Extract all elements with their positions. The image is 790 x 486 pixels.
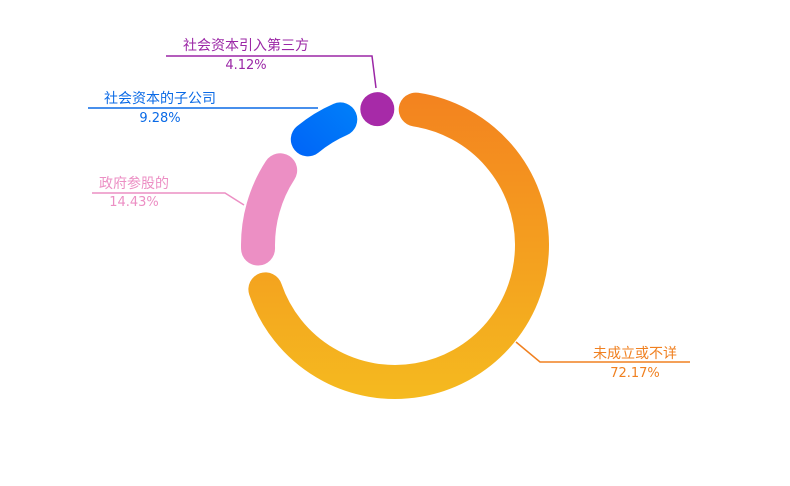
slice-2[interactable]	[290, 102, 358, 157]
leader-line-1	[92, 192, 245, 206]
slice-0[interactable]	[248, 92, 549, 399]
leader-line-3	[166, 55, 377, 89]
slice-label-3: 社会资本引入第三方	[183, 37, 309, 54]
slice-percent-0: 72.17%	[610, 366, 660, 381]
slice-percent-3: 4.12%	[225, 58, 266, 73]
slices	[241, 92, 549, 399]
slice-label-2: 社会资本的子公司	[104, 91, 216, 107]
leader-line-0	[515, 341, 690, 363]
labels: 未成立或不详 72.17% 政府参股的 14.43% 社会资本的子公司 9.28% 社会资本…	[88, 37, 690, 381]
slice-label-1: 政府参股的	[99, 175, 169, 192]
slice-1[interactable]	[241, 153, 298, 266]
slice-percent-1: 14.43%	[109, 195, 159, 210]
slice-percent-2: 9.28%	[139, 111, 180, 126]
slice-3[interactable]	[360, 92, 395, 127]
slice-label-0: 未成立或不详	[593, 346, 677, 362]
